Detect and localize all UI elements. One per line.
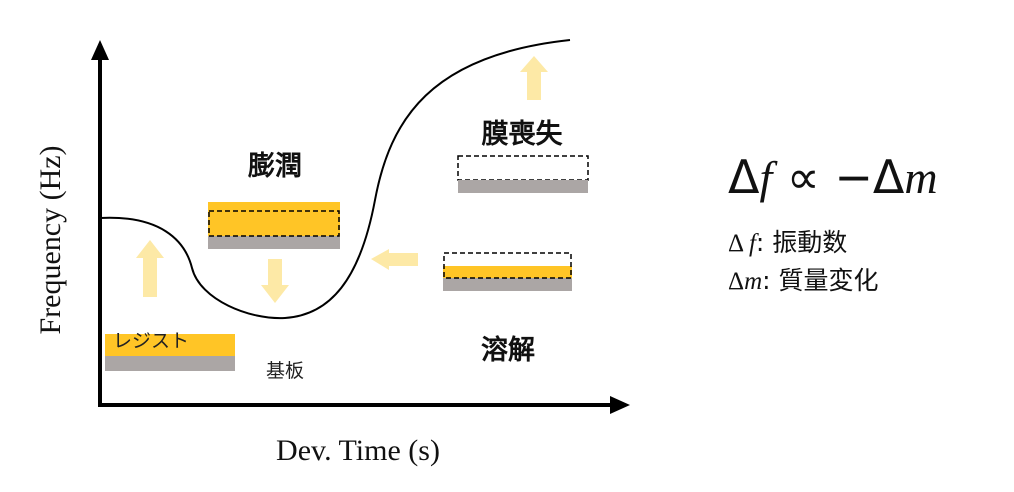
formula-delta-f: Δ	[728, 150, 760, 204]
legend-m-text: : 質量変化	[762, 266, 878, 295]
resist-label: レジスト	[113, 330, 189, 352]
down-arrow-swelling	[261, 259, 289, 303]
legend-f-symbol: f	[749, 230, 759, 257]
frequency-curve	[99, 39, 571, 320]
film-loss-substrate-layer	[458, 180, 588, 193]
legend-frequency: Δ f: 振動数	[728, 228, 847, 257]
swelling-resist-layer	[208, 202, 340, 236]
formula-delta-m: Δ	[873, 150, 905, 204]
up-arrow-film-loss	[520, 56, 548, 100]
dissolution-dashed-outline	[443, 252, 572, 279]
swelling-label: 膨潤	[248, 151, 302, 182]
up-arrow-initial	[136, 240, 164, 297]
film-loss-dashed-outline	[457, 155, 589, 181]
legend-m-delta: Δ	[728, 268, 744, 295]
legend-f-delta: Δ	[728, 230, 749, 257]
dissolution-label: 溶解	[481, 334, 535, 366]
legend-f-text: : 振動数	[756, 228, 847, 257]
legend-mass: Δm: 質量変化	[728, 266, 879, 295]
substrate-label: 基板	[266, 360, 304, 382]
dissolution-substrate-layer	[443, 278, 572, 291]
formula-proportional: ∝ −	[772, 150, 873, 204]
initial-substrate-layer	[105, 356, 235, 371]
legend-m-symbol: m	[744, 268, 762, 295]
x-axis-arrowhead	[610, 396, 630, 414]
swelling-substrate-layer	[208, 236, 340, 249]
dissolution-resist-layer	[443, 266, 572, 278]
initial-resist-layer	[105, 334, 235, 356]
left-arrow-dissolution	[371, 249, 418, 270]
formula: Δf ∝ −Δm	[728, 150, 938, 204]
film-loss-label: 膜喪失	[482, 119, 564, 150]
y-axis-arrowhead	[91, 40, 109, 60]
formula-m: m	[904, 152, 937, 203]
swelling-dashed-outline	[208, 210, 340, 237]
x-axis-label: Dev. Time (s)	[276, 434, 440, 467]
y-axis-label: Frequency (Hz)	[34, 145, 67, 334]
